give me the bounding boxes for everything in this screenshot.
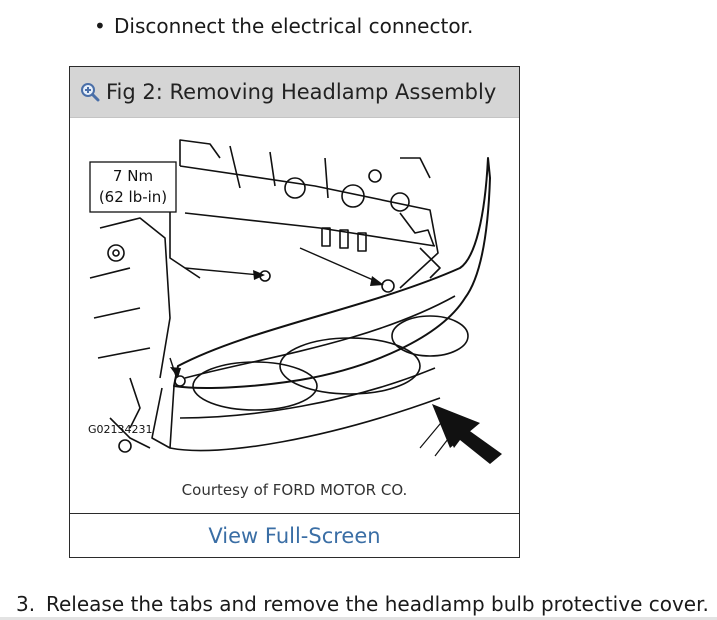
figure-title: Fig 2: Removing Headlamp Assembly xyxy=(106,80,497,104)
figure-footer: View Full-Screen xyxy=(70,513,519,558)
bullet-step: • Disconnect the electrical connector. xyxy=(94,12,473,40)
torque-label: 7 Nm (62 lb-in) xyxy=(90,162,176,212)
step-text: Release the tabs and remove the headlamp… xyxy=(46,592,709,616)
numbered-step: 3. Release the tabs and remove the headla… xyxy=(16,590,709,618)
torque-lbin: (62 lb-in) xyxy=(98,188,168,206)
zoom-in-icon[interactable] xyxy=(80,82,100,102)
headlamp-drawing xyxy=(89,139,502,464)
figure-box: Fig 2: Removing Headlamp Assembly xyxy=(69,66,520,558)
figure-credit: Courtesy of FORD MOTOR CO. xyxy=(181,481,408,499)
headlamp-diagram[interactable]: 7 Nm (62 lb-in) G02134231 xyxy=(70,118,519,474)
bullet-text: Disconnect the electrical connector. xyxy=(114,14,474,38)
torque-nm: 7 Nm xyxy=(112,167,154,185)
bottom-divider xyxy=(0,617,717,620)
step-number: 3. xyxy=(16,592,36,616)
image-code: G02134231 xyxy=(88,423,153,436)
bullet-marker: • xyxy=(94,14,106,38)
view-full-screen-link[interactable]: View Full-Screen xyxy=(208,524,381,548)
figure-header: Fig 2: Removing Headlamp Assembly xyxy=(70,67,519,118)
